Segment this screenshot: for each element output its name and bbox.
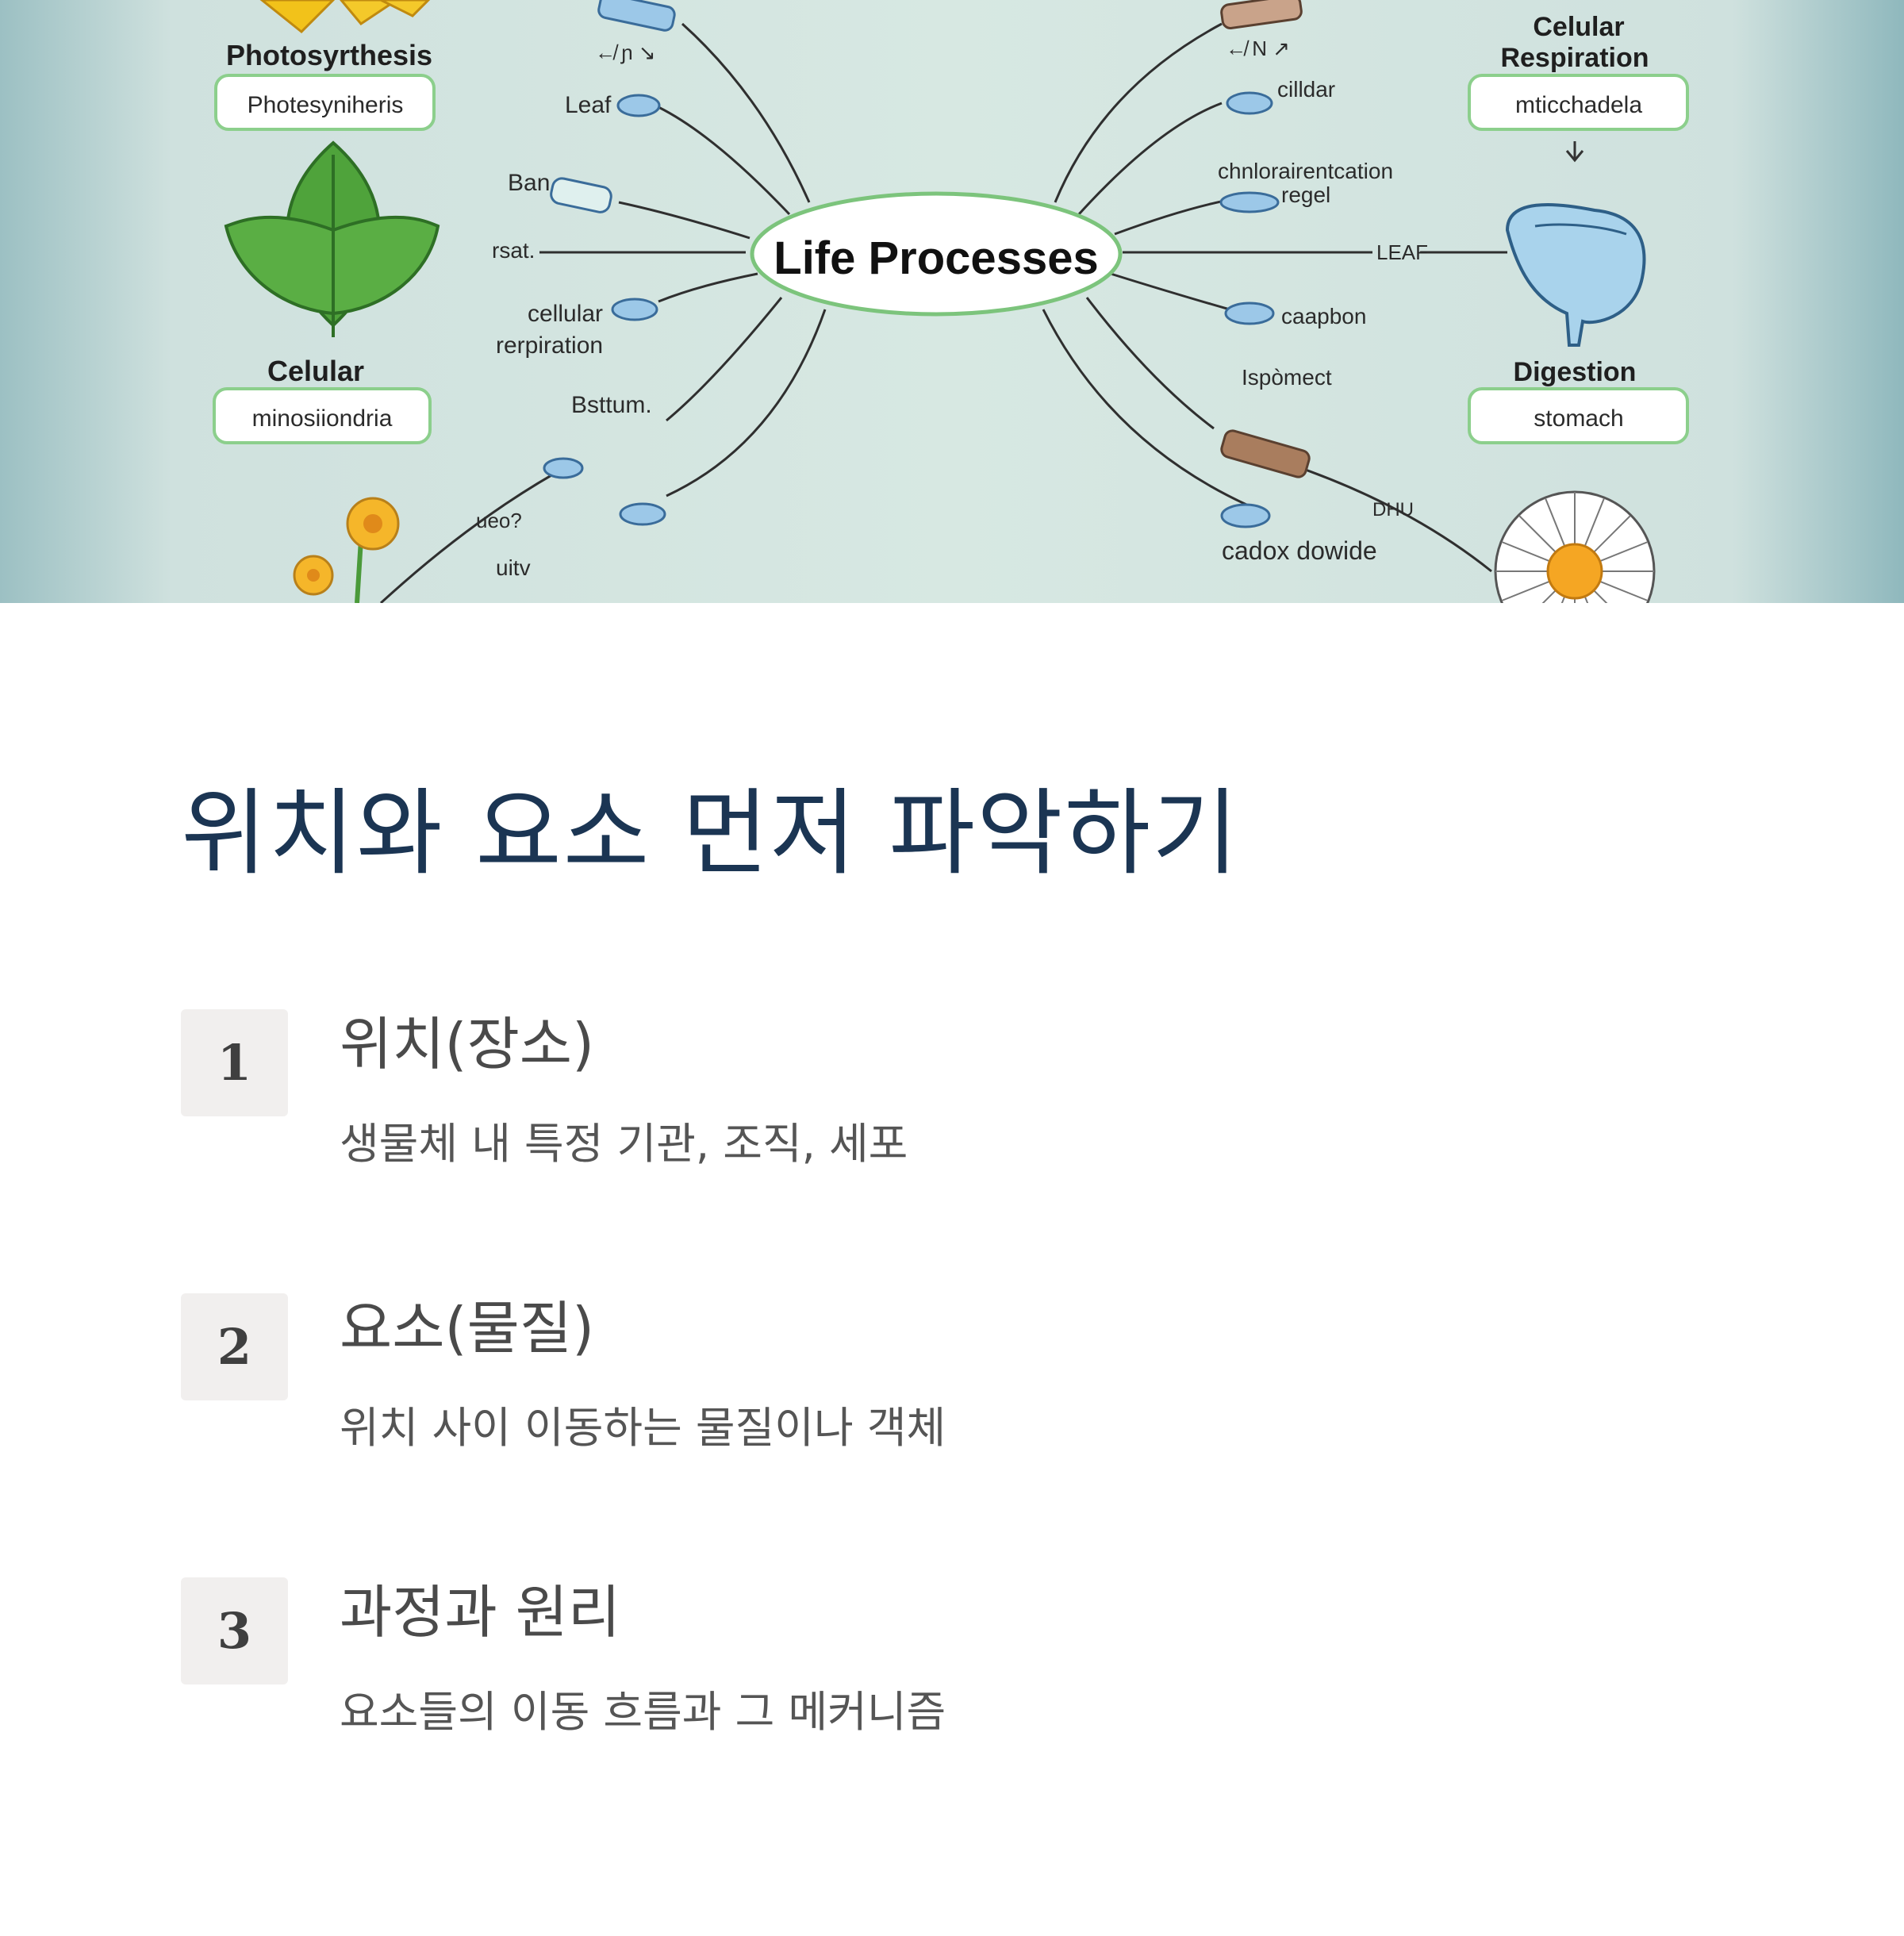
stomach-icon xyxy=(1505,202,1646,347)
step-number-badge: 2 xyxy=(181,1293,288,1400)
label-dhu: DHU xyxy=(1372,499,1414,520)
celular-box-label: minosiiondria xyxy=(252,405,393,432)
center-node-label: Life Processes xyxy=(774,232,1098,284)
digestion-box-label: stomach xyxy=(1534,405,1623,432)
photosynthesis-box-label: Photesyniheris xyxy=(248,92,404,118)
label-chloro-2: regel xyxy=(1281,182,1330,207)
label-ban: Ban xyxy=(508,170,550,196)
life-processes-illustration: Life Processes Photosyrthesis Photesynih… xyxy=(0,0,1904,603)
respiration-box-label: mticchadela xyxy=(1515,92,1642,118)
label-cadon: cadox dowide xyxy=(1222,536,1377,565)
label-cilldar: cilldar xyxy=(1277,77,1335,102)
step-description: 요소들의 이동 흐름과 그 메커니즘 xyxy=(340,1687,946,1737)
celular-resp-heading-2: Respiration xyxy=(1500,43,1649,73)
label-uitv: uitv xyxy=(496,555,531,580)
mind-map-diagram: Life Processes Photosyrthesis Photesynih… xyxy=(0,0,1904,603)
step-description: 생물체 내 특정 기관, 조직, 세포 xyxy=(340,1119,908,1169)
main-content: 위치와 요소 먼저 파악하기 1 위치(장소) 생물체 내 특정 기관, 조직,… xyxy=(181,778,1728,1737)
step-number-badge: 1 xyxy=(181,1009,288,1116)
step-number-badge: 3 xyxy=(181,1577,288,1684)
sun-icon xyxy=(259,0,431,34)
label-cellular-resp-1: cellular xyxy=(528,301,603,327)
step-description: 위치 사이 이동하는 물질이나 객체 xyxy=(340,1403,946,1453)
list-item: 1 위치(장소) 생물체 내 특정 기관, 조직, 세포 xyxy=(181,1009,1728,1293)
list-item: 3 과정과 원리 요소들의 이동 흐름과 그 메커니즘 xyxy=(181,1577,1728,1861)
label-dec: ueo? xyxy=(476,509,522,532)
celular-resp-heading-1: Celular xyxy=(1533,12,1624,42)
daisy-icon xyxy=(1494,490,1656,603)
leaf-icon xyxy=(224,140,440,337)
label-cellular-resp-2: rerpiration xyxy=(496,332,603,359)
section-title: 위치와 요소 먼저 파악하기 xyxy=(181,778,1240,888)
label-leaf-right: LEAF xyxy=(1376,240,1428,264)
label-bsttum: Bsttum. xyxy=(571,392,652,418)
digestion-heading: Digestion xyxy=(1514,357,1637,387)
digestion-box xyxy=(1468,387,1689,444)
label-leaf-left: Leaf xyxy=(565,92,612,118)
photosynthesis-heading: Photosyrthesis xyxy=(226,39,432,71)
label-ispomect: Ispòmect xyxy=(1242,365,1332,390)
celular-heading: Celular xyxy=(267,355,364,387)
label-rsat: rsat. xyxy=(492,238,535,263)
step-title: 위치(장소) xyxy=(340,1011,595,1077)
center-node: Life Processes xyxy=(750,191,1123,317)
step-title: 요소(물질) xyxy=(340,1295,595,1362)
label-arrow-left: ↚ ɲ ↘ xyxy=(595,40,656,64)
yellow-flower-icon xyxy=(293,497,400,603)
label-arrow-right: ↚ N ↗ xyxy=(1226,36,1290,60)
label-capbon: caapbon xyxy=(1281,304,1366,328)
celular-box xyxy=(213,387,432,444)
label-chloro-1: chnlorairentcation xyxy=(1218,159,1393,183)
photosynthesis-box xyxy=(214,74,436,131)
step-title: 과정과 원리 xyxy=(340,1579,621,1646)
list-item: 2 요소(물질) 위치 사이 이동하는 물질이나 객체 xyxy=(181,1293,1728,1577)
steps-list: 1 위치(장소) 생물체 내 특정 기관, 조직, 세포 2 요소(물질) 위치… xyxy=(181,1009,1728,1861)
respiration-box xyxy=(1468,74,1689,131)
